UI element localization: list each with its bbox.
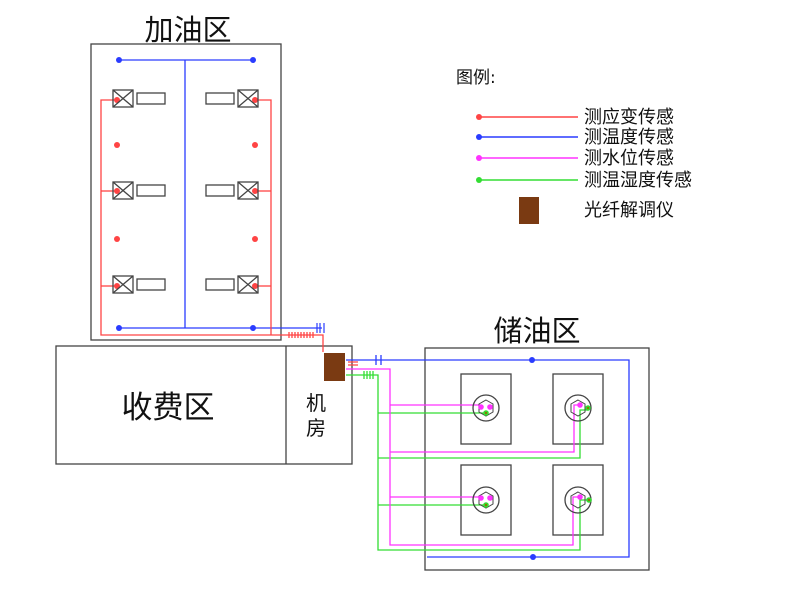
tank-sensor-heads (472, 394, 592, 514)
machine-room-label-line2: 房 (306, 416, 326, 440)
storage-temperature-points (529, 357, 536, 560)
fuel-dispenser (205, 275, 259, 294)
tank-sensor-head (564, 486, 592, 514)
fuel-dispenser (205, 89, 259, 108)
storage-area-title: 储油区 (493, 314, 580, 348)
legend-label-water-level: 测水位传感 (584, 148, 674, 169)
fuel-area-title: 加油区 (144, 13, 231, 47)
legend-item-water-level: 测水位传感 (476, 148, 674, 169)
strain-connector-ticks (348, 361, 358, 366)
toll-area-title: 收费区 (122, 390, 215, 426)
legend-swatch-water-level (476, 155, 482, 161)
tank-sensor-head (564, 394, 592, 422)
fuel-dispenser (112, 181, 166, 200)
fiber-demodulator-box (324, 353, 345, 381)
storage-humidity-lines (346, 371, 589, 551)
legend-item-strain: 测应变传感 (476, 107, 674, 128)
fuel-dispenser (112, 89, 166, 108)
storage-temperature-lines (346, 355, 630, 558)
legend-title: 图例: (456, 68, 496, 88)
oil-tank (460, 464, 512, 536)
fuel-strain-lines (100, 99, 324, 345)
legend-swatch-demodulator (519, 197, 539, 224)
legend-label-temperature: 测温度传感 (584, 127, 674, 148)
machine-room-label-line1: 机 (306, 391, 326, 415)
fuel-strain-points (114, 97, 258, 289)
storage-water-level-lines (346, 368, 580, 546)
oil-tank (552, 373, 604, 445)
legend-item-temperature: 测温度传感 (476, 127, 674, 148)
tank-sensor-head (472, 394, 500, 422)
oil-tanks (460, 373, 604, 536)
storage-area-box (424, 347, 650, 571)
legend-item-demodulator: 光纤解调仪 (519, 197, 674, 224)
legend-label-strain: 测应变传感 (584, 107, 674, 128)
fuel-dispenser (112, 275, 166, 294)
fuel-dispensers (112, 89, 259, 294)
fuel-area-box (90, 43, 282, 341)
tank-sensor-head (472, 486, 500, 514)
toll-area-box (55, 345, 353, 465)
legend-label-demodulator: 光纤解调仪 (584, 200, 674, 221)
fuel-dispenser (205, 181, 259, 200)
legend-item-humidity: 测温湿度传感 (476, 170, 692, 191)
oil-tank (552, 464, 604, 536)
legend-swatch-humidity (476, 177, 482, 183)
oil-tank (460, 373, 512, 445)
fuel-temperature-points (116, 57, 256, 331)
fuel-temperature-lines (119, 59, 322, 329)
legend-swatch-temperature (476, 134, 482, 140)
legend-label-humidity: 测温湿度传感 (584, 170, 692, 191)
fuel-temperature-connector-ticks (316, 323, 325, 333)
legend-swatch-strain (476, 114, 482, 120)
